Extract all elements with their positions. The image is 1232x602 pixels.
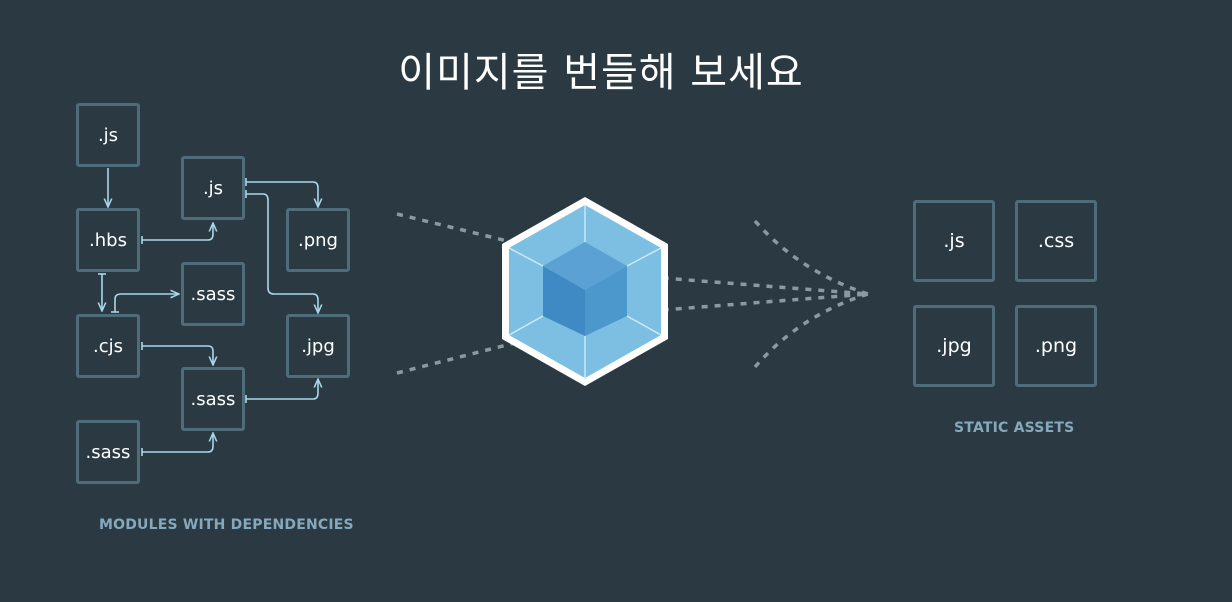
arrow-sass-3-to-sass-2 (142, 434, 213, 453)
modules-caption: MODULES WITH DEPENDENCIES (99, 517, 354, 533)
output-flow-line-2 (584, 292, 869, 318)
arrow-js-to-jpg (246, 193, 318, 312)
module-box: .png (286, 208, 350, 272)
arrow-cjs-to-sass-2 (142, 345, 213, 364)
page-title: 이미지를 번들해 보세요 (398, 50, 804, 96)
output-flow-line-1 (584, 270, 869, 296)
output-flow-line-4 (753, 292, 869, 369)
module-box: .js (76, 103, 140, 167)
asset-box: .jpg (913, 305, 995, 387)
output-flow-line-3 (753, 219, 869, 296)
module-box: .js (181, 156, 245, 220)
asset-box: .png (1015, 305, 1097, 387)
arrow-js-to-png (246, 181, 318, 206)
asset-box: .css (1015, 200, 1097, 282)
arrow-hbs-to-js (142, 224, 213, 241)
module-box: .sass (181, 262, 245, 326)
webpack-cube-icon (502, 197, 668, 386)
module-box: .hbs (76, 208, 140, 272)
assets-caption: STATIC ASSETS (954, 420, 1075, 436)
asset-box: .js (913, 200, 995, 282)
module-box: .sass (76, 420, 140, 484)
module-box: .jpg (286, 314, 350, 378)
arrow-cjs-to-sass (114, 294, 178, 312)
arrow-sass-to-jpg (246, 380, 318, 400)
module-box: .cjs (76, 314, 140, 378)
module-box: .sass (181, 367, 245, 431)
